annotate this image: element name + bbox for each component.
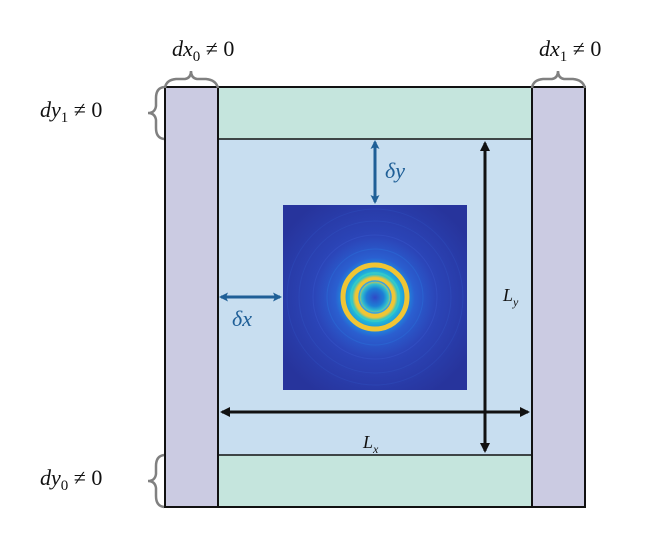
dx1-rel: ≠ 0 — [572, 36, 602, 61]
diffraction-image — [283, 205, 467, 390]
delta-y-label: δy — [385, 158, 405, 183]
dx1-sub: 1 — [559, 49, 568, 65]
pml-left-strip — [164, 86, 219, 508]
lx-base: L — [363, 432, 374, 452]
dx0-label: dx0 ≠ 0 — [172, 36, 234, 66]
dx0-base: dx — [172, 36, 193, 61]
dx1-brace — [530, 70, 587, 89]
dy1-sub: 1 — [60, 110, 69, 126]
lx-label: Lx — [363, 432, 378, 457]
dy0-sub: 0 — [60, 478, 69, 494]
dy1-label: dy1 ≠ 0 — [40, 97, 102, 127]
ly-sub: y — [513, 295, 519, 309]
dy0-label: dy0 ≠ 0 — [40, 465, 102, 495]
dx0-sub: 0 — [192, 49, 201, 65]
outer-outline — [164, 86, 586, 508]
pml-top-strip — [217, 86, 533, 140]
delta-x-label: δx — [232, 306, 252, 331]
lx-sub: x — [373, 442, 379, 456]
pml-bottom-strip — [217, 454, 533, 508]
dx1-base: dx — [539, 36, 560, 61]
pml-right-strip — [531, 86, 586, 508]
dy0-rel: ≠ 0 — [73, 465, 103, 490]
dx1-label: dx1 ≠ 0 — [539, 36, 601, 66]
ly-label: Ly — [503, 285, 518, 310]
dy0-brace — [147, 453, 165, 509]
ly-base: L — [503, 285, 514, 305]
dx0-rel: ≠ 0 — [205, 36, 235, 61]
dy1-base: dy — [40, 97, 61, 122]
dy1-rel: ≠ 0 — [73, 97, 103, 122]
dx0-brace — [163, 70, 220, 89]
dy1-brace — [147, 85, 165, 141]
dy0-base: dy — [40, 465, 61, 490]
